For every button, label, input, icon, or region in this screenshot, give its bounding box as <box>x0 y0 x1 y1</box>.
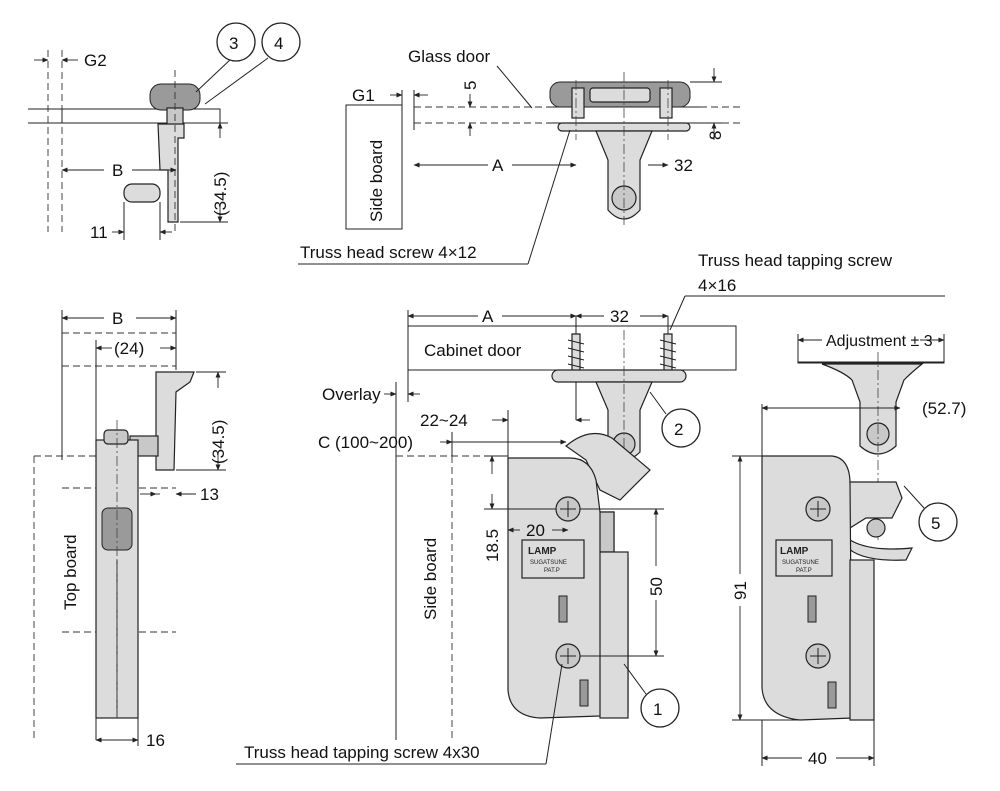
dim-16: 16 <box>146 731 165 750</box>
dim-8: 8 <box>706 131 725 140</box>
g1-label: G1 <box>352 86 375 105</box>
view-bottom-left: B (24) (34.5) 13 Top board <box>33 309 228 750</box>
dim-91: 91 <box>731 581 750 600</box>
dim-b-bottom: B <box>112 309 123 328</box>
dim-40: 40 <box>808 749 827 768</box>
glass-door-label: Glass door <box>408 47 491 66</box>
dim-a-top: A <box>492 156 504 175</box>
side-board-label-bottom: Side board <box>421 538 440 620</box>
svg-text:3: 3 <box>229 34 238 53</box>
logo-maker: SUGATSUNE <box>530 560 567 566</box>
logo-patent-right: PAT.P <box>796 568 812 574</box>
svg-text:5: 5 <box>931 514 940 533</box>
overlay-label: Overlay <box>322 385 381 404</box>
side-board-label-top: Side board <box>367 140 386 222</box>
dim-24: (24) <box>114 339 144 358</box>
callout-5: 5 <box>918 502 958 542</box>
dim-18-5: 18.5 <box>483 529 502 562</box>
svg-text:1: 1 <box>653 700 662 719</box>
svg-text:2: 2 <box>674 420 683 439</box>
dim-34-5-bottom: (34.5) <box>209 420 228 464</box>
logo-maker-right: SUGATSUNE <box>782 560 819 566</box>
view-bottom-right: Adjustment ± 3 (52.7) LAMP SUGATSUNE PAT… <box>731 333 966 768</box>
c-range-label: C (100~200) <box>318 433 413 452</box>
truss-head-screw-label: Truss head screw 4×12 <box>300 243 477 262</box>
dim-b-top: B <box>112 161 123 180</box>
adjustment-label: Adjustment ± 3 <box>826 333 933 350</box>
dim-a-bottom: A <box>482 307 494 326</box>
dim-32-top: 32 <box>674 156 693 175</box>
range-22-24-label: 22~24 <box>420 411 468 430</box>
truss-head-tapping-screw-size: 4×16 <box>698 276 736 295</box>
cabinet-door-label: Cabinet door <box>424 341 522 360</box>
truss-head-tapping-screw-label: Truss head tapping screw <box>698 251 893 270</box>
view-top-center: Side board Glass door G1 5 8 <box>298 47 740 265</box>
callout-3: 3 <box>216 22 256 62</box>
dim-13: 13 <box>200 485 219 504</box>
callout-2: 2 <box>661 408 701 448</box>
top-board-label: Top board <box>61 534 80 610</box>
callout-1: 1 <box>640 688 680 728</box>
dim-52-7: (52.7) <box>922 399 966 418</box>
view-bottom-center: A 32 Cabinet door Truss head tapping scr… <box>236 251 945 765</box>
dim-32-bottom: 32 <box>610 307 629 326</box>
logo-patent: PAT.P <box>544 568 560 574</box>
view-top-left: G2 B (34.5) 11 3 <box>28 22 301 242</box>
g2-label: G2 <box>84 51 107 70</box>
dim-20: 20 <box>526 521 545 540</box>
truss-head-tapping-screw-4x30-label: Truss head tapping screw 4x30 <box>244 743 480 762</box>
dim-5: 5 <box>461 81 480 90</box>
dim-11: 11 <box>90 223 108 242</box>
callout-4: 4 <box>261 22 301 62</box>
logo-brand: LAMP <box>528 546 557 557</box>
logo-brand-right: LAMP <box>780 546 809 557</box>
svg-text:4: 4 <box>274 34 283 53</box>
dim-34-5-top: (34.5) <box>211 172 230 216</box>
dim-50: 50 <box>647 577 666 596</box>
